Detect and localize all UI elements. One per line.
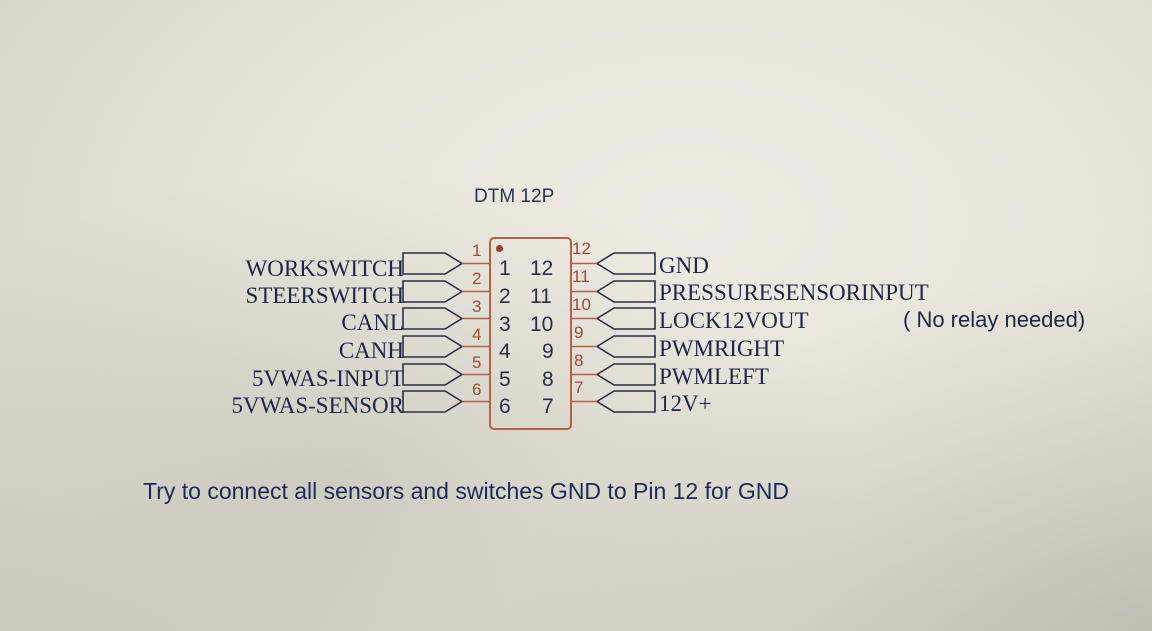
right-label-pin-9: PWMRIGHT (659, 336, 785, 361)
left-label-pin-1: WORKSWITCH (245, 256, 404, 281)
inner-pin-number-2: 2 (499, 285, 511, 308)
outer-pin-number-11: 11 (572, 267, 590, 286)
right-label-pin-8: PWMLEFT (659, 364, 769, 389)
right-terminal-12 (595, 252, 656, 275)
left-label-pin-3: CANL (341, 310, 404, 335)
outer-pin-number-2: 2 (472, 269, 482, 288)
right-label-pin-7: 12V+ (659, 391, 712, 416)
outer-pin-number-3: 3 (472, 297, 482, 316)
outer-pin-number-6: 6 (472, 380, 482, 399)
right-label-pin-10: LOCK12VOUT (659, 308, 809, 333)
inner-pin-number-8: 8 (542, 368, 554, 391)
outer-pin-number-1: 1 (472, 241, 482, 260)
left-terminal-1 (402, 252, 464, 275)
outer-pin-number-7: 7 (574, 378, 584, 397)
outer-pin-number-9: 9 (574, 323, 584, 342)
right-label-pin-12: GND (659, 253, 709, 278)
right-terminal-10 (595, 307, 656, 330)
inner-pin-number-5: 5 (499, 368, 511, 391)
outer-pin-number-12: 12 (572, 239, 591, 258)
outer-pin-number-10: 10 (572, 295, 591, 314)
inner-pin-number-3: 3 (499, 313, 511, 336)
left-terminal-2 (402, 280, 464, 303)
inner-pin-number-1: 1 (499, 257, 511, 280)
inner-pin-number-4: 4 (499, 340, 511, 363)
left-label-pin-5: 5VWAS-INPUT (251, 366, 404, 391)
inner-pin-number-7: 7 (542, 395, 554, 418)
inner-pin-number-11: 11 (530, 285, 552, 308)
gnd-instruction: Try to connect all sensors and switches … (143, 478, 789, 504)
left-terminal-3 (402, 307, 464, 330)
inner-pin-number-10: 10 (530, 313, 554, 336)
right-terminal-11 (595, 280, 656, 303)
pin-1-marker (496, 245, 503, 252)
left-label-pin-4: CANH (338, 338, 404, 363)
inner-pin-number-12: 12 (530, 257, 554, 280)
connector-title: DTM 12P (474, 186, 555, 207)
left-terminal-4 (402, 335, 464, 358)
right-label-pin-11: PRESSURESENSORINPUT (659, 280, 929, 305)
outer-pin-number-8: 8 (574, 351, 584, 370)
left-label-pin-2: STEERSWITCH (245, 283, 404, 308)
right-terminals (572, 252, 656, 413)
left-terminal-6 (402, 390, 464, 413)
connector-housing (489, 237, 572, 430)
lock-note: ( No relay needed) (903, 307, 1086, 332)
left-terminals (402, 252, 489, 413)
right-terminal-7 (595, 390, 656, 413)
left-label-pin-6: 5VWAS-SENSOR (231, 393, 404, 418)
inner-pin-number-9: 9 (542, 340, 554, 363)
outer-pin-number-4: 4 (472, 325, 482, 344)
outer-pin-number-5: 5 (472, 353, 482, 372)
right-terminal-8 (595, 363, 656, 386)
inner-pin-number-6: 6 (499, 395, 511, 418)
left-terminal-5 (402, 363, 464, 386)
right-terminal-9 (595, 335, 656, 358)
